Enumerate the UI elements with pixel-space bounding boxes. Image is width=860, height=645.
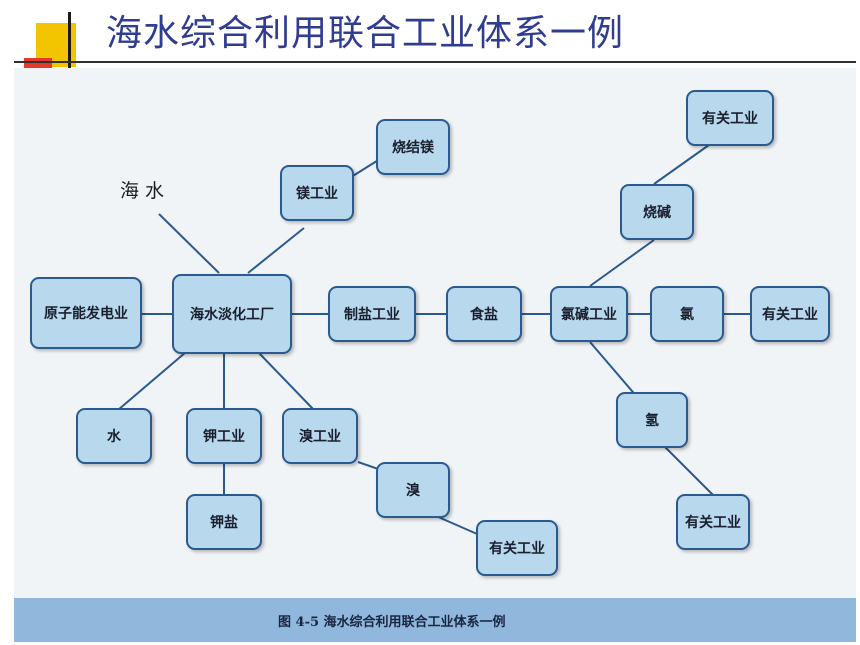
node-caustic-soda: 烧碱: [620, 184, 694, 240]
edge-desal-water: [117, 351, 187, 411]
node-potassium-industry: 钾工业: [186, 408, 262, 464]
node-desalination-plant: 海水淡化工厂: [172, 274, 292, 354]
edge-sea-desal: [158, 213, 220, 274]
node-table-salt: 食盐: [446, 286, 522, 342]
node-chlorine: 氯: [650, 286, 724, 342]
node-bromine: 溴: [376, 462, 450, 518]
diagram-figure: 海水 海水淡化工厂 原子能发电业 镁工业 烧结镁 制盐工业 食盐 氯碱工业 烧碱…: [14, 68, 856, 642]
edge-chlor-h: [589, 341, 639, 399]
node-nuclear-power: 原子能发电业: [30, 277, 142, 349]
edge-chlor-caustic: [589, 239, 655, 287]
node-magnesium-industry: 镁工业: [280, 165, 354, 221]
caption-bar: 图 4-5 海水综合利用联合工业体系一例: [14, 598, 856, 642]
node-chlor-alkali-industry: 氯碱工业: [550, 286, 628, 342]
edge-h-relh: [663, 445, 715, 497]
node-sintered-magnesium: 烧结镁: [376, 119, 450, 175]
edge-desal-brind: [257, 351, 315, 411]
node-related-industry-top: 有关工业: [686, 90, 774, 146]
edge-caustic-reltop: [653, 139, 717, 185]
decor-vertical-line: [68, 12, 71, 68]
node-salt-industry: 制盐工业: [328, 286, 416, 342]
sea-water-label: 海水: [120, 180, 171, 202]
node-related-industry-hydrogen: 有关工业: [676, 494, 750, 550]
node-related-industry-chlorine: 有关工业: [750, 286, 830, 342]
node-water: 水: [76, 408, 152, 464]
decor-red-bar: [24, 58, 52, 68]
figure-caption: 图 4-5 海水综合利用联合工业体系一例: [278, 614, 506, 630]
node-hydrogen: 氢: [616, 392, 688, 448]
node-related-industry-bromine: 有关工业: [476, 520, 558, 576]
title-underline: [14, 61, 856, 63]
node-bromine-industry: 溴工业: [282, 408, 358, 464]
edge-desal-mg: [247, 227, 305, 274]
slide-title: 海水综合利用联合工业体系一例: [106, 13, 625, 54]
node-potassium-salt: 钾盐: [186, 494, 262, 550]
